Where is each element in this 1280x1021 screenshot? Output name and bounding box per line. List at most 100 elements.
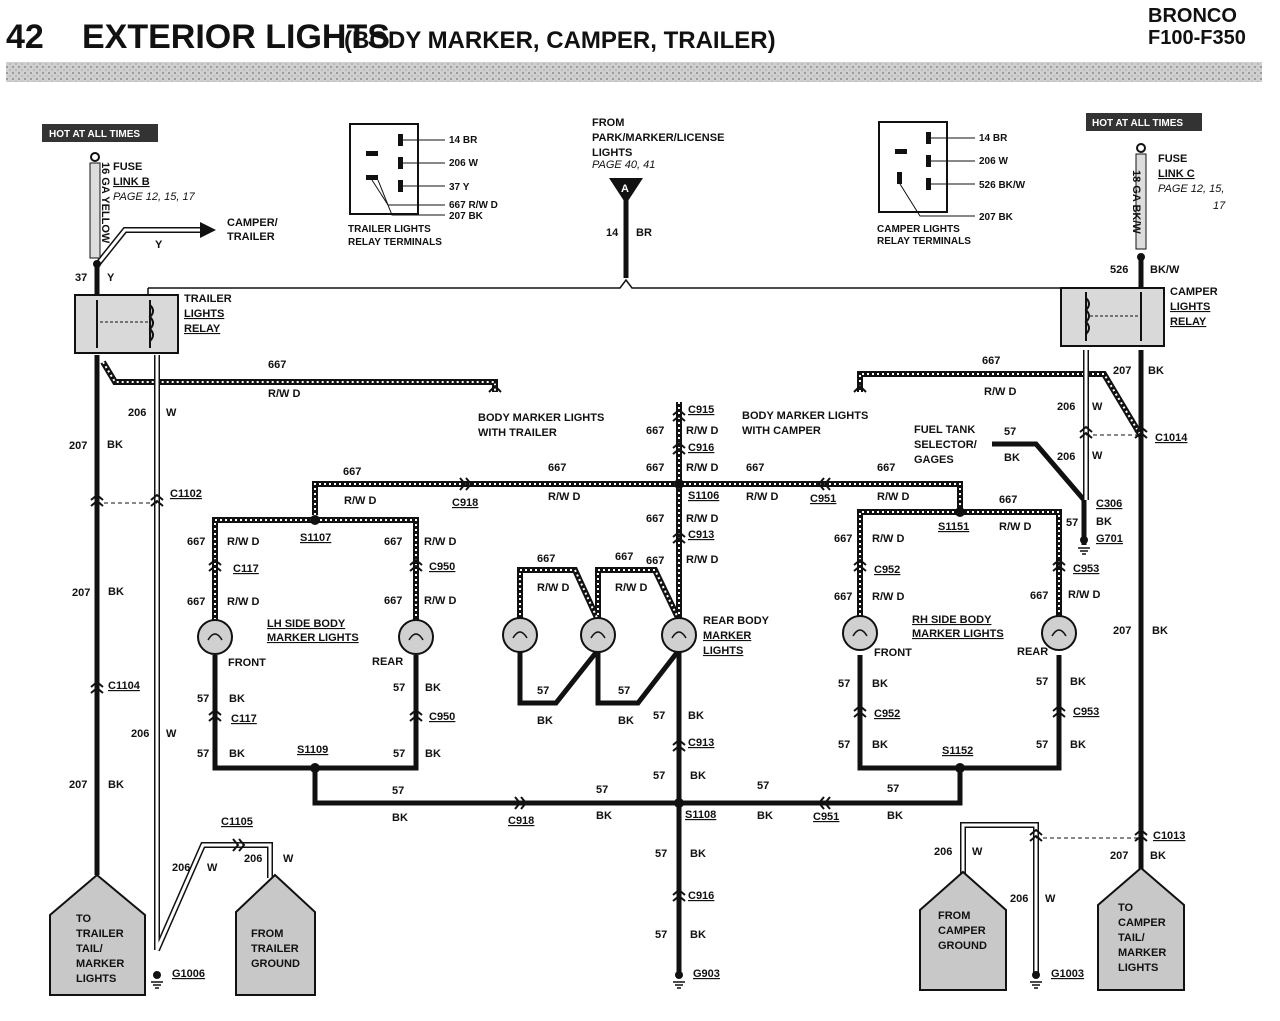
label-c913-top: C913: [688, 529, 714, 541]
w667-i: 667: [746, 462, 764, 474]
w667-o: 667: [384, 595, 402, 607]
wbk-n: BK: [596, 810, 612, 822]
with-camper-l1: BODY MARKER LIGHTS: [742, 410, 868, 422]
w667-k: 667: [999, 494, 1017, 506]
label-c950-bot: C950: [429, 711, 455, 723]
dest-ftg-2: TRAILER: [251, 943, 299, 955]
label-c916-bot: C916: [688, 890, 714, 902]
model-line2: F100-F350: [1148, 27, 1246, 49]
hot-label-left-bg: [42, 124, 158, 142]
ground-wire-labels: 57 BK 57 BK 57 BK 57 BK 57 BK 57 BK 57 B…: [197, 426, 1112, 941]
label-c950-top: C950: [429, 561, 455, 573]
wrwd-p: R/W D: [872, 533, 904, 545]
wbk-s: BK: [1004, 452, 1020, 464]
w667-q: 667: [834, 591, 852, 603]
wbk-i: BK: [537, 715, 553, 727]
tt-pin3: 37 Y: [449, 182, 470, 193]
dest-tc-2: CAMPER: [1118, 917, 1166, 929]
model-line1: BRONCO: [1148, 5, 1237, 27]
w57-n: 57: [596, 784, 608, 796]
lh-title-l2: MARKER LIGHTS: [267, 632, 359, 644]
tt-pin4: 667 R/W D: [449, 200, 498, 211]
from-camper-ground-shape: [919, 870, 1007, 991]
wbk-h: BK: [1070, 739, 1086, 751]
label-s1152: S1152: [942, 745, 973, 757]
wrwd-q: R/W D: [872, 591, 904, 603]
wbk-207f: BK: [1150, 850, 1166, 862]
w57-f: 57: [1036, 676, 1048, 688]
w206-a: 206: [128, 407, 146, 419]
ct-pin2: 206 W: [979, 156, 1008, 167]
label-c916-top: C916: [688, 442, 714, 454]
with-trailer-l1: BODY MARKER LIGHTS: [478, 412, 604, 424]
w57-l: 57: [653, 770, 665, 782]
fuel-l1: FUEL TANK: [914, 424, 975, 436]
bus-line: [148, 278, 1098, 289]
ct-caption1: CAMPER LIGHTS: [877, 224, 960, 235]
dest-tc-5: LIGHTS: [1118, 962, 1158, 974]
wbk-l: BK: [690, 770, 706, 782]
label-c117-top: C117: [233, 563, 259, 575]
dest-fcg-3: GROUND: [938, 940, 987, 952]
w57-g: 57: [838, 739, 850, 751]
wbk-j: BK: [618, 715, 634, 727]
ww-e: W: [1092, 401, 1103, 413]
wbk-d: BK: [425, 748, 441, 760]
w206-d: 206: [244, 853, 262, 865]
ct-pin4: 207 BK: [979, 212, 1014, 223]
w667-h: 667: [548, 462, 566, 474]
from-park-line2: PARK/MARKER/LICENSE: [592, 132, 724, 144]
w667-p: 667: [834, 533, 852, 545]
w667-f: 667: [646, 555, 664, 567]
dest-fcg-1: FROM: [938, 910, 970, 922]
wbk-207b: BK: [108, 586, 124, 598]
ww-d: W: [283, 853, 294, 865]
from-park-line3: LIGHTS: [592, 147, 632, 159]
rh-front: FRONT: [874, 647, 912, 659]
destination-labels: TO TRAILER TAIL/ MARKER LIGHTS FROM TRAI…: [76, 902, 1166, 985]
wire-526: 526: [1110, 264, 1128, 276]
fuel-l3: GAGES: [914, 454, 954, 466]
label-c951-bot: C951: [813, 811, 839, 823]
dest-ftg-3: GROUND: [251, 958, 300, 970]
label-c1104: C1104: [108, 680, 141, 692]
w667-t: 667: [615, 551, 633, 563]
connector-a-label: A: [621, 183, 629, 195]
tt-pin2: 206 W: [449, 158, 478, 169]
lh-title-l1: LH SIDE BODY: [267, 618, 346, 630]
label-c1102: C1102: [170, 488, 202, 500]
camper-relay-l1: CAMPER: [1170, 286, 1218, 298]
wire-labels: 667 R/W D 667 R/W D 667 R/W D 667 R/W D …: [187, 355, 1100, 608]
label-c117-bot: C117: [231, 713, 257, 725]
from-park-page: PAGE 40, 41: [592, 159, 655, 171]
label-c1014: C1014: [1155, 432, 1188, 444]
ww-c: W: [207, 862, 218, 874]
label-s1107: S1107: [300, 532, 331, 544]
hot-label-left: HOT AT ALL TIMES: [49, 129, 140, 140]
page-subtitle: (BODY MARKER, CAMPER, TRAILER): [344, 27, 776, 54]
tt-caption2: RELAY TERMINALS: [348, 237, 442, 248]
label-c952-top: C952: [874, 564, 900, 576]
trailer-relay-l2: LIGHTS: [184, 308, 224, 320]
trailer-relay: [74, 294, 179, 354]
wbk-r: BK: [690, 929, 706, 941]
tt-pin5: 207 BK: [449, 211, 484, 222]
wbk-t: BK: [1096, 516, 1112, 528]
rh-rear: REAR: [1017, 646, 1048, 658]
connector-a-icon: [609, 178, 643, 204]
header-rule: [6, 62, 1262, 82]
ct-pin3: 526 BK/W: [979, 180, 1026, 191]
w57-k: 57: [653, 710, 665, 722]
w206-h: 206: [1010, 893, 1028, 905]
w667-g: 667: [343, 466, 361, 478]
rh-title-l1: RH SIDE BODY: [912, 614, 992, 626]
w206-b: 206: [131, 728, 149, 740]
w-wires: [94, 227, 1089, 975]
wbk-207a: BK: [107, 439, 123, 451]
wrwd-e: R/W D: [686, 513, 718, 525]
page-number: 42: [6, 18, 44, 56]
w207-f: 207: [1110, 850, 1128, 862]
wbk-k: BK: [688, 710, 704, 722]
w667-a: 667: [268, 359, 286, 371]
w667-n: 667: [187, 596, 205, 608]
